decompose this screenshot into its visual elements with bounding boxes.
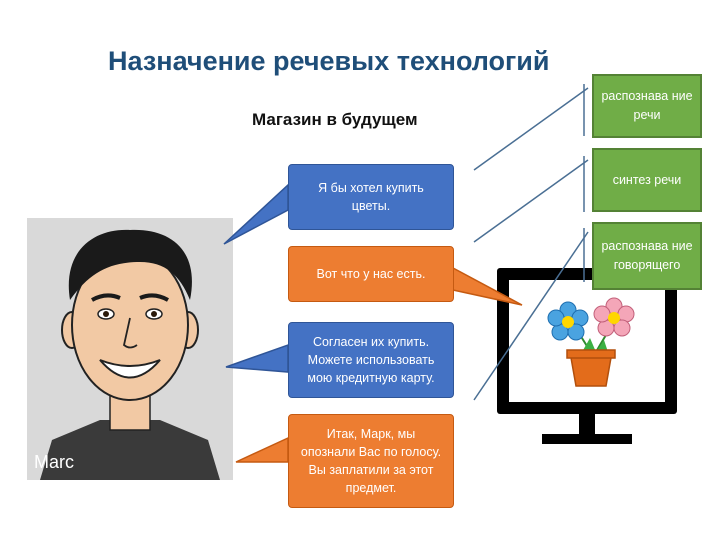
speech-bubble-system-1: Вот что у нас есть. <box>288 246 454 302</box>
connector-line-2 <box>473 159 589 243</box>
tech-box-speech-recognition: распознава ние речи <box>592 74 702 138</box>
speech-bubble-text: Я бы хотел купить цветы. <box>318 181 424 213</box>
tech-box-text: распознава ние говорящего <box>601 239 693 272</box>
bubble-tail-4 <box>235 436 289 463</box>
tech-box-text: синтез речи <box>612 172 682 187</box>
speech-bubble-text: Вот что у нас есть. <box>316 267 426 281</box>
person-portrait-icon <box>40 229 220 480</box>
person-name-label: Marc <box>34 452 74 472</box>
speech-bubble-text: Согласен их купить. Можете использовать … <box>307 335 435 385</box>
page-title: Назначение речевых технологий <box>108 46 550 76</box>
diagram-subtitle: Магазин в будущем <box>252 110 418 129</box>
speech-bubble-customer-1: Я бы хотел купить цветы. <box>288 164 454 230</box>
bubble-tail-1 <box>223 183 289 245</box>
tech-box-speaker-recognition: распознава ние говорящего <box>592 222 702 290</box>
tech-box-text: распознава ние речи <box>601 89 693 122</box>
connector-line-3 <box>473 231 589 401</box>
speech-bubble-system-2: Итак, Марк, мы опознали Вас по голосу. В… <box>288 414 454 508</box>
speech-bubble-text: Итак, Марк, мы опознали Вас по голосу. В… <box>300 427 442 495</box>
tech-box-speech-synthesis: синтез речи <box>592 148 702 212</box>
connector-line-1 <box>473 87 589 171</box>
flower-pot-icon <box>547 297 635 387</box>
speech-bubble-customer-2: Согласен их купить. Можете использовать … <box>288 322 454 398</box>
bubble-tail-3 <box>225 343 289 373</box>
